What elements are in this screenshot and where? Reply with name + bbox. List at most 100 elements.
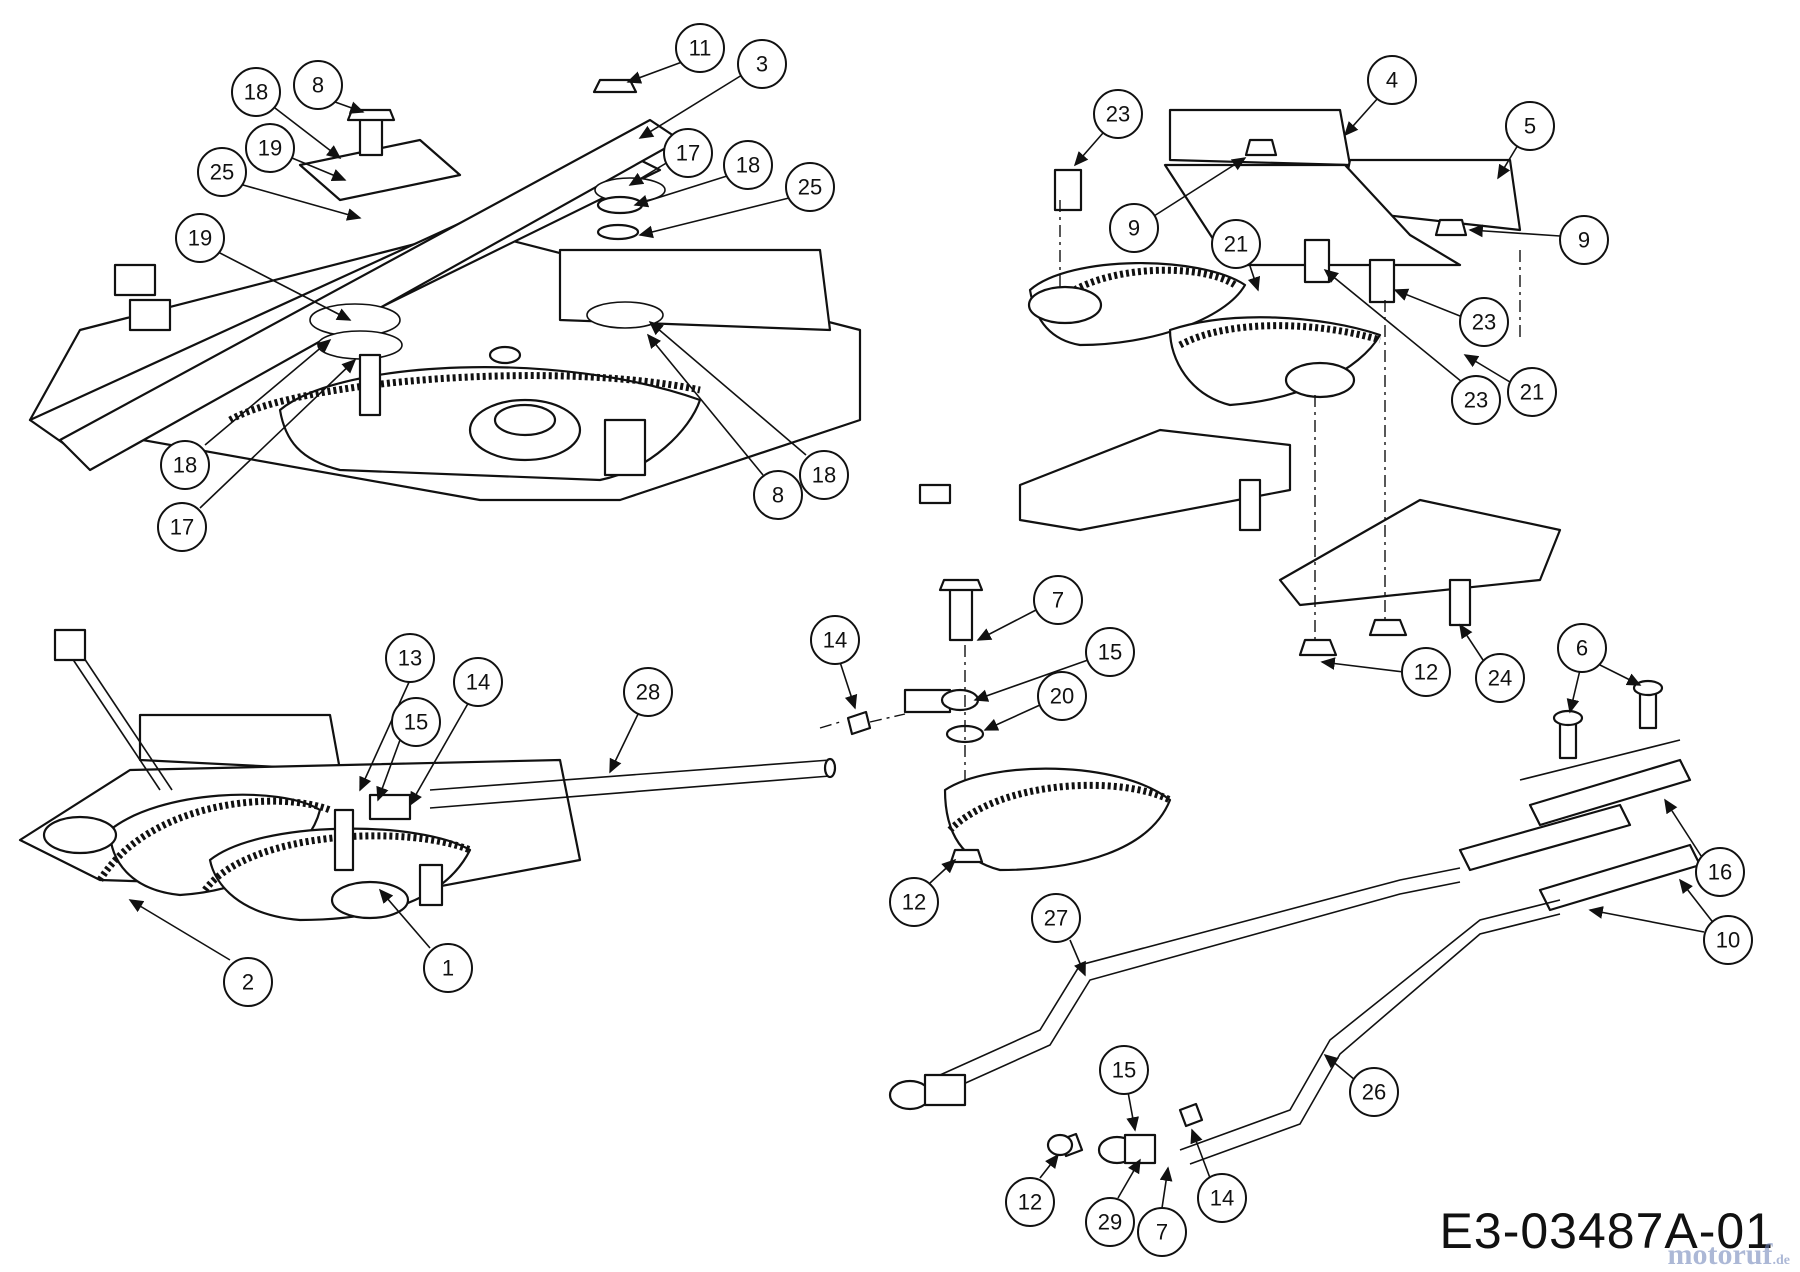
svg-text:26: 26 xyxy=(1362,1080,1386,1105)
callout-5: 5 xyxy=(1497,101,1555,180)
callout-6: 6 xyxy=(1557,623,1642,714)
svg-text:2: 2 xyxy=(242,970,254,995)
svg-text:23: 23 xyxy=(1464,388,1488,413)
callout-21-top: 21 xyxy=(1211,219,1261,292)
callout-17-top: 17 xyxy=(628,128,713,186)
callout-11: 11 xyxy=(626,23,725,84)
svg-text:25: 25 xyxy=(798,175,822,200)
svg-text:17: 17 xyxy=(170,515,194,540)
svg-text:13: 13 xyxy=(398,646,422,671)
callout-24: 24 xyxy=(1459,623,1525,703)
svg-text:8: 8 xyxy=(312,73,324,98)
callout-14-bottom: 14 xyxy=(1190,1128,1247,1223)
callout-25-right: 25 xyxy=(638,162,835,239)
svg-text:28: 28 xyxy=(636,680,660,705)
svg-text:14: 14 xyxy=(1210,1186,1234,1211)
callout-12-right: 12 xyxy=(1320,647,1451,697)
svg-text:8: 8 xyxy=(772,483,784,508)
callout-12-mid: 12 xyxy=(889,858,957,927)
top-left-assembly xyxy=(28,78,862,502)
svg-text:7: 7 xyxy=(1052,588,1064,613)
callout-18-mid: 18 xyxy=(633,140,773,208)
top-right-assembly xyxy=(918,108,1562,657)
callout-20: 20 xyxy=(983,671,1087,731)
svg-text:4: 4 xyxy=(1386,68,1398,93)
callout-14-mid: 14 xyxy=(409,657,503,807)
callout-8-top: 8 xyxy=(293,60,365,114)
svg-text:19: 19 xyxy=(258,136,282,161)
svg-text:15: 15 xyxy=(1112,1058,1136,1083)
watermark-tld: .de xyxy=(1772,1253,1791,1268)
svg-text:29: 29 xyxy=(1098,1210,1122,1235)
svg-text:23: 23 xyxy=(1472,310,1496,335)
svg-text:21: 21 xyxy=(1224,232,1248,257)
callout-15-bottom: 15 xyxy=(1099,1045,1149,1132)
svg-text:9: 9 xyxy=(1578,228,1590,253)
svg-text:12: 12 xyxy=(902,890,926,915)
callout-10: 10 xyxy=(1588,878,1753,965)
svg-text:15: 15 xyxy=(404,710,428,735)
callout-8-bottom: 8 xyxy=(646,333,803,520)
callout-13: 13 xyxy=(359,633,435,792)
svg-text:18: 18 xyxy=(244,80,268,105)
callout-28: 28 xyxy=(609,667,673,774)
svg-text:11: 11 xyxy=(689,36,712,61)
callout-15-mid: 15 xyxy=(376,697,441,802)
svg-text:27: 27 xyxy=(1044,906,1068,931)
callout-12-bottom: 12 xyxy=(1005,1153,1059,1227)
callout-17-bottom: 17 xyxy=(157,358,357,552)
svg-text:15: 15 xyxy=(1098,640,1122,665)
svg-text:14: 14 xyxy=(466,670,490,695)
svg-text:18: 18 xyxy=(736,153,760,178)
svg-text:23: 23 xyxy=(1106,102,1130,127)
callout-25-left: 25 xyxy=(197,147,362,221)
svg-text:21: 21 xyxy=(1520,380,1544,405)
callout-9-right: 9 xyxy=(1468,215,1609,265)
svg-text:12: 12 xyxy=(1414,660,1438,685)
svg-text:20: 20 xyxy=(1050,684,1074,709)
svg-text:9: 9 xyxy=(1128,216,1140,241)
callout-1: 1 xyxy=(378,888,473,993)
callout-27: 27 xyxy=(1031,893,1086,977)
callout-labels: 11 3 8 18 19 25 17 18 25 19 18 17 8 18 2… xyxy=(128,23,1753,1257)
callout-4: 4 xyxy=(1343,55,1417,137)
svg-text:18: 18 xyxy=(812,463,836,488)
callout-14-top: 14 xyxy=(810,615,860,710)
svg-text:3: 3 xyxy=(756,52,768,77)
svg-text:17: 17 xyxy=(676,141,700,166)
callout-3: 3 xyxy=(638,39,787,139)
svg-text:25: 25 xyxy=(210,160,234,185)
callout-19-mid: 19 xyxy=(175,213,352,321)
svg-text:6: 6 xyxy=(1576,636,1588,661)
watermark-logo: motoruf.de xyxy=(1668,1238,1790,1272)
callout-26: 26 xyxy=(1323,1053,1399,1117)
callout-9-left: 9 xyxy=(1109,157,1247,253)
callout-15-top: 15 xyxy=(973,627,1135,702)
svg-text:24: 24 xyxy=(1488,666,1512,691)
callout-29: 29 xyxy=(1085,1158,1141,1247)
callout-23-top: 23 xyxy=(1073,89,1143,167)
callout-7-top: 7 xyxy=(976,575,1083,641)
callout-2: 2 xyxy=(128,899,273,1007)
bottom-right-linkage xyxy=(888,679,1702,1165)
svg-text:1: 1 xyxy=(442,956,454,981)
callout-19-top: 19 xyxy=(245,123,347,182)
callout-18-right: 18 xyxy=(648,320,849,500)
callout-18-bottom: 18 xyxy=(160,338,332,490)
center-fastener-stack xyxy=(819,578,1172,872)
watermark-name: motoruf xyxy=(1667,1238,1773,1271)
svg-text:18: 18 xyxy=(173,453,197,478)
svg-text:10: 10 xyxy=(1716,928,1740,953)
callout-21-bottom: 21 xyxy=(1463,354,1557,417)
drawing-code: E3-03487A-01 xyxy=(1439,1203,1774,1259)
callout-18-top: 18 xyxy=(231,67,342,159)
callout-16: 16 xyxy=(1664,798,1745,897)
svg-text:12: 12 xyxy=(1018,1190,1042,1215)
callout-7-bottom: 7 xyxy=(1137,1166,1187,1257)
callout-23-bottom: 23 xyxy=(1323,268,1501,425)
middle-left-assembly xyxy=(18,628,837,922)
svg-text:16: 16 xyxy=(1708,860,1732,885)
svg-text:14: 14 xyxy=(823,628,847,653)
callout-23-right: 23 xyxy=(1393,288,1509,347)
